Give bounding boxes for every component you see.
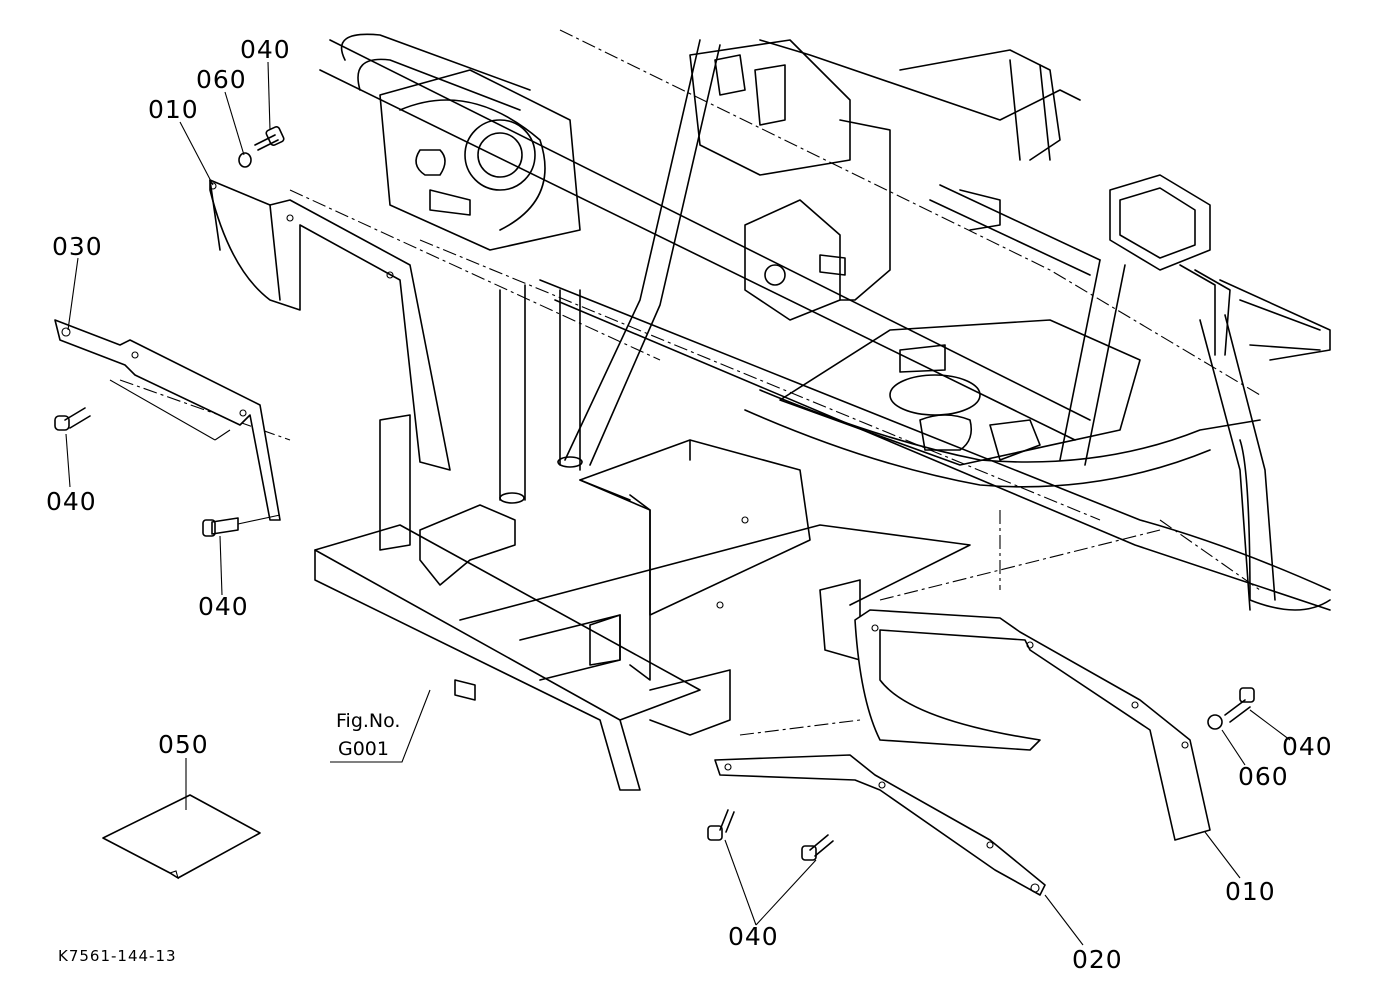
callout-040: 040 xyxy=(1282,732,1333,761)
callout-labels: 040 060 010 030 040 040 050 040 060 010 … xyxy=(46,35,1333,974)
callout-020: 020 xyxy=(1072,945,1123,974)
callout-050: 050 xyxy=(158,730,209,759)
figure-reference: Fig.No. G001 xyxy=(336,710,400,760)
figure-reference-code: G001 xyxy=(338,738,389,760)
callout-040: 040 xyxy=(198,592,249,621)
callout-040: 040 xyxy=(46,487,97,516)
callout-040: 040 xyxy=(728,922,779,951)
leader-lines xyxy=(65,61,1291,946)
left-bracket-part xyxy=(54,319,281,521)
vehicle-frame xyxy=(119,29,1331,791)
callout-030: 030 xyxy=(52,232,103,261)
callout-040: 040 xyxy=(240,35,291,64)
drawing-number: K7561-144-13 xyxy=(58,947,177,965)
right-bolts xyxy=(707,687,1255,861)
right-cover-part xyxy=(854,609,1211,841)
callout-010: 010 xyxy=(148,95,199,124)
left-bolts xyxy=(54,125,285,537)
label-sheet-part xyxy=(102,794,261,880)
callout-010: 010 xyxy=(1225,877,1276,906)
callout-060: 060 xyxy=(1238,762,1289,791)
right-bracket-part xyxy=(714,754,1046,896)
callout-060: 060 xyxy=(196,65,247,94)
left-cover-part xyxy=(209,179,451,471)
figure-reference-label: Fig.No. xyxy=(336,710,400,732)
